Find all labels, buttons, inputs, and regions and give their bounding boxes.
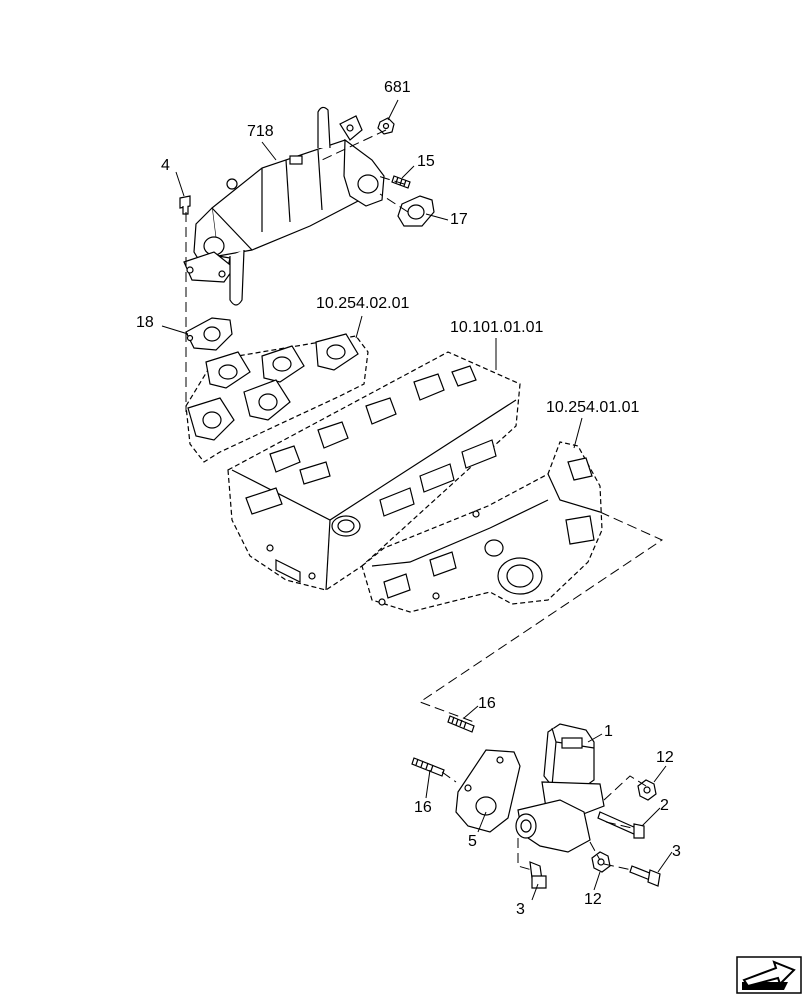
next-page-button[interactable] — [736, 956, 802, 994]
callout-12-upper: 12 — [656, 749, 674, 766]
callout-12-lower: 12 — [584, 891, 602, 908]
stud-15 — [391, 175, 411, 189]
nut-12-upper — [637, 779, 657, 801]
egr-valve — [515, 723, 605, 853]
leader-lines — [161, 99, 673, 901]
assembly-lines — [185, 129, 664, 871]
nut-681 — [377, 117, 395, 135]
intake-manifold — [361, 441, 603, 613]
callout-16-lower: 16 — [414, 799, 432, 816]
callout-3-right: 3 — [672, 843, 681, 860]
gasket-5 — [455, 749, 521, 833]
egr-cooler — [183, 106, 385, 306]
callout-5: 5 — [468, 833, 477, 850]
callout-1: 1 — [604, 723, 613, 740]
cylinder-head — [227, 351, 521, 591]
stud-16-upper — [447, 715, 475, 733]
callout-18: 18 — [136, 314, 154, 331]
callout-16-upper: 16 — [478, 695, 496, 712]
callout-3-left: 3 — [516, 901, 525, 918]
stud-16-lower — [411, 757, 445, 777]
bolt-3-left — [529, 861, 547, 889]
bolt-4 — [179, 195, 191, 215]
gasket-17 — [397, 195, 435, 227]
next-page-arrow-icon — [736, 956, 802, 994]
reference-cylinder-head[interactable]: 10.101.01.01 — [450, 319, 544, 336]
callout-718: 718 — [247, 123, 274, 140]
callout-15: 15 — [417, 153, 435, 170]
bolt-3-right — [629, 865, 661, 887]
callout-2: 2 — [660, 797, 669, 814]
reference-intake-manifold[interactable]: 10.254.01.01 — [546, 399, 640, 416]
reference-exhaust-manifold[interactable]: 10.254.02.01 — [316, 295, 410, 312]
callout-17: 17 — [450, 211, 468, 228]
nut-12-lower — [591, 851, 611, 873]
exhaust-manifold — [185, 333, 369, 463]
bolt-2 — [597, 811, 645, 839]
gasket-18 — [185, 317, 233, 351]
callout-681: 681 — [384, 79, 411, 96]
callout-4: 4 — [161, 157, 170, 174]
